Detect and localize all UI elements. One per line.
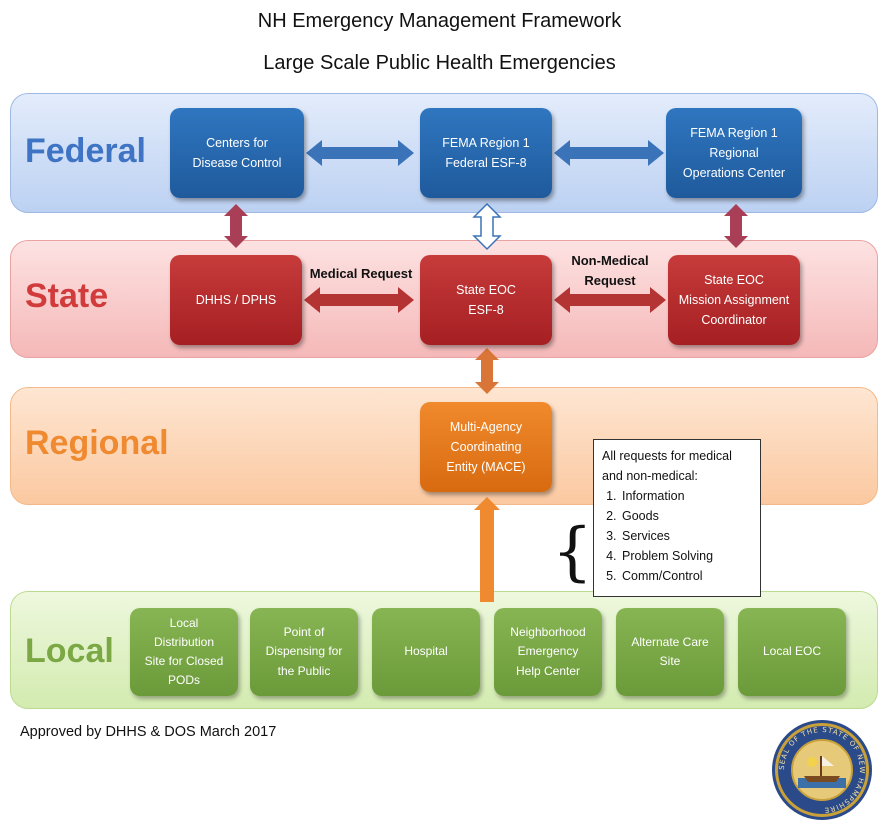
request-item: Services bbox=[620, 526, 752, 546]
local-eoc-box: Local EOC bbox=[738, 608, 846, 696]
medical-request-arrow bbox=[304, 287, 414, 313]
mace-box: Multi-Agency Coordinating Entity (MACE) bbox=[420, 402, 552, 492]
fema-region1-roc-box: FEMA Region 1 Regional Operations Center bbox=[666, 108, 802, 198]
requests-note: All requests for medical and non-medical… bbox=[593, 439, 761, 597]
state-eoc-mission-box: State EOC Mission Assignment Coordinator bbox=[668, 255, 800, 345]
federal-label: Federal bbox=[25, 132, 146, 170]
cdc-fema-arrow bbox=[306, 140, 414, 166]
request-item: Comm/Control bbox=[620, 566, 752, 586]
fema-esf8-roc-arrow bbox=[554, 140, 664, 166]
neighborhood-help-center-box: Neighborhood Emergency Help Center bbox=[494, 608, 602, 696]
roc-mission-arrow bbox=[724, 204, 748, 248]
point-of-dispensing-box: Point of Dispensing for the Public bbox=[250, 608, 358, 696]
request-item: Information bbox=[620, 486, 752, 506]
state-label: State bbox=[25, 277, 109, 315]
request-item: Problem Solving bbox=[620, 546, 752, 566]
regional-label: Regional bbox=[25, 424, 169, 462]
fema-state-eoc-arrow bbox=[472, 202, 502, 251]
left-brace: { bbox=[552, 515, 593, 589]
state-mace-arrow bbox=[475, 348, 499, 394]
medical-request-label: Medical Request bbox=[309, 266, 413, 281]
alternate-care-site-box: Alternate Care Site bbox=[616, 608, 724, 696]
nh-state-seal-icon: SEAL OF THE STATE OF NEW HAMPSHIRE bbox=[772, 720, 872, 820]
local-distribution-site-box: Local Distribution Site for Closed PODs bbox=[130, 608, 238, 696]
local-label: Local bbox=[25, 632, 114, 670]
diagram-subtitle: Large Scale Public Health Emergencies bbox=[263, 52, 616, 74]
fema-region1-esf8-box: FEMA Region 1 Federal ESF-8 bbox=[420, 108, 552, 198]
non-medical-request-label: Non-Medical Request bbox=[571, 253, 649, 288]
hospital-box: Hospital bbox=[372, 608, 480, 696]
state-eoc-esf8-box: State EOC ESF-8 bbox=[420, 255, 552, 345]
approval-footer: Approved by DHHS & DOS March 2017 bbox=[20, 724, 277, 740]
cdc-box: Centers for Disease Control bbox=[170, 108, 304, 198]
dhhs-dpphs-box: DHHS / DPHS bbox=[170, 255, 302, 345]
non-medical-request-arrow bbox=[554, 287, 666, 313]
request-item: Goods bbox=[620, 506, 752, 526]
local-mace-arrow bbox=[474, 497, 500, 602]
diagram-title: NH Emergency Management Framework bbox=[257, 10, 622, 32]
cdc-dhhs-arrow bbox=[224, 204, 248, 248]
requests-note-list: Information Goods Services Problem Solvi… bbox=[602, 486, 752, 586]
requests-note-heading: All requests for medical and non-medical… bbox=[602, 449, 732, 483]
